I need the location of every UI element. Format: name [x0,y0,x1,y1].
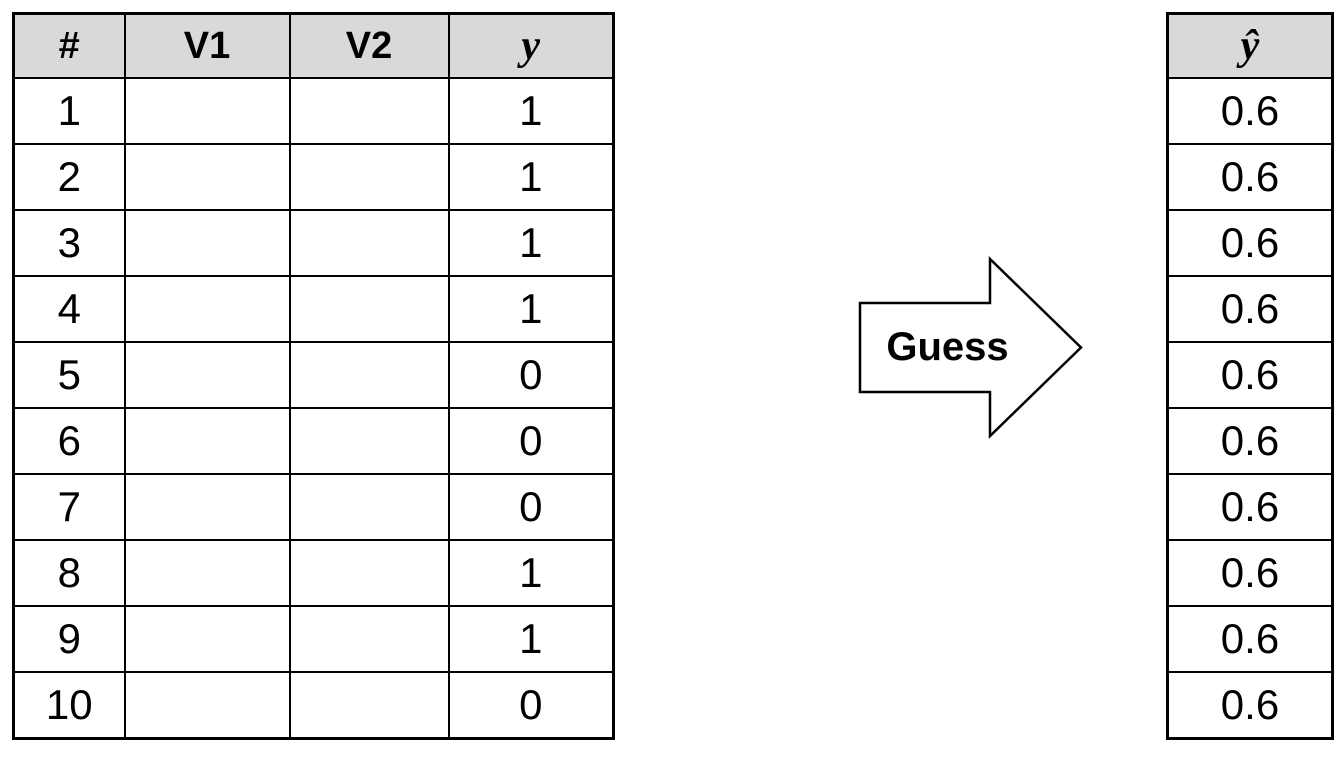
v1-cell [123,77,291,145]
v1-cell [123,539,291,607]
v1-cell [123,605,291,673]
col-header-y: y [447,12,615,79]
header-row: # V1 V2 y [12,12,615,79]
v1-cell [123,209,291,277]
v2-cell [288,473,450,541]
row-number-cell: 4 [12,275,126,343]
header-row: ŷ [1166,12,1334,79]
v1-cell [123,275,291,343]
v1-cell [123,473,291,541]
v1-cell [123,143,291,211]
col-header-y-hat: ŷ [1166,12,1334,79]
y-cell: 1 [447,209,615,277]
y-hat-cell: 0.6 [1166,143,1334,211]
v2-cell [288,539,450,607]
v2-cell [288,143,450,211]
table-row: 0.6 [1166,407,1334,475]
y-hat-cell: 0.6 [1166,539,1334,607]
v1-cell [123,341,291,409]
v2-cell [288,209,450,277]
y-hat-cell: 0.6 [1166,671,1334,740]
y-hat-cell: 0.6 [1166,209,1334,277]
y-hat-cell: 0.6 [1166,77,1334,145]
v1-cell [123,407,291,475]
table-row: 0.6 [1166,473,1334,541]
y-cell: 1 [447,275,615,343]
row-number-cell: 6 [12,407,126,475]
table-row: 0.6 [1166,605,1334,673]
col-header-v2: V2 [288,12,450,79]
row-number-cell: 1 [12,77,126,145]
table-row: 0.6 [1166,209,1334,277]
row-number-cell: 3 [12,209,126,277]
y-hat-cell: 0.6 [1166,605,1334,673]
row-number-cell: 5 [12,341,126,409]
row-number-cell: 8 [12,539,126,607]
v2-cell [288,671,450,740]
guess-arrow-label: Guess [886,325,1009,369]
col-header-index: # [12,12,126,79]
row-number-cell: 2 [12,143,126,211]
table-row: 0.6 [1166,275,1334,343]
row-number-cell: 9 [12,605,126,673]
v2-cell [288,341,450,409]
y-hat-cell: 0.6 [1166,275,1334,343]
v2-cell [288,77,450,145]
row-number-cell: 7 [12,473,126,541]
guess-arrow [855,252,1087,444]
table-row: 10 0 [12,671,615,740]
row-number-cell: 10 [12,671,126,740]
table-row: 0.6 [1166,77,1334,145]
table-row: 0.6 [1166,341,1334,409]
y-cell: 0 [447,473,615,541]
y-cell: 1 [447,77,615,145]
v2-cell [288,275,450,343]
table-row: 0.6 [1166,143,1334,211]
table-row: 0.6 [1166,671,1334,740]
block-arrow-icon [858,256,1083,439]
y-cell: 0 [447,407,615,475]
y-cell: 0 [447,341,615,409]
v2-cell [288,407,450,475]
v2-cell [288,605,450,673]
y-cell: 1 [447,539,615,607]
y-cell: 0 [447,671,615,740]
y-hat-cell: 0.6 [1166,473,1334,541]
y-cell: 1 [447,605,615,673]
y-hat-cell: 0.6 [1166,341,1334,409]
v1-cell [123,671,291,740]
col-header-v1: V1 [123,12,291,79]
y-cell: 1 [447,143,615,211]
y-hat-cell: 0.6 [1166,407,1334,475]
table-row: 0.6 [1166,539,1334,607]
